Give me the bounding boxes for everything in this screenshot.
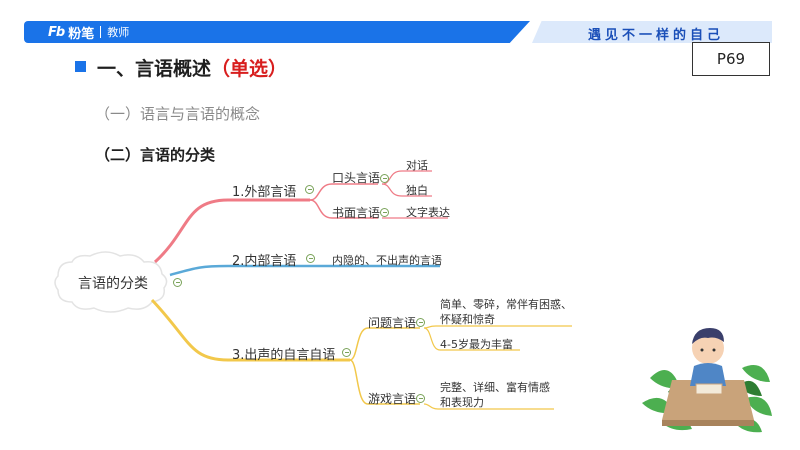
subheading-1: （一）语言与言语的概念	[95, 105, 261, 123]
collapse-icon[interactable]	[305, 185, 314, 194]
branch3-label: 3.出声的自言自语	[232, 348, 336, 363]
leaf-game-desc-1: 完整、详细、富有情感	[440, 381, 550, 394]
branch3-line	[150, 298, 350, 362]
header-bar	[24, 21, 530, 43]
leaf-dialogue: 对话	[406, 159, 428, 172]
spoken-speech-label: 口头言语	[332, 171, 381, 185]
logo-divider	[100, 26, 102, 38]
logo-name: 粉笔	[68, 26, 95, 42]
logo-mark: Fb	[48, 24, 65, 40]
branch2-line	[169, 264, 440, 277]
game-speech-label: 游戏言语	[368, 392, 417, 406]
slogan: 遇见不一样的自己	[588, 28, 725, 43]
leaf-written-expression: 文字表达	[406, 206, 450, 219]
leaf-problem-desc-2: 怀疑和惊奇	[440, 313, 495, 326]
boy-reading-illustration	[642, 328, 772, 433]
logo-sub: 教师	[107, 26, 130, 39]
title-highlight: （单选）	[211, 58, 288, 80]
mindmap-root: 言语的分类	[78, 276, 148, 292]
collapse-icon[interactable]	[380, 174, 389, 183]
page-title: 一、言语概述（单选）	[97, 54, 287, 81]
header-slogan-bar	[532, 21, 772, 43]
subheading-2: （二）言语的分类	[95, 146, 216, 164]
leaf-problem-desc-1: 简单、零碎，常伴有困惑、	[440, 298, 572, 311]
brand-logo: Fb 粉笔 教师	[48, 24, 130, 42]
leaf-inner-speech: 内隐的、不出声的言语	[332, 254, 442, 267]
collapse-icon[interactable]	[416, 318, 425, 327]
written-speech-label: 书面言语	[332, 206, 381, 220]
leaf-game-desc-2: 和表现力	[440, 396, 484, 409]
branch2-label: 2.内部言语	[232, 254, 297, 269]
collapse-icon[interactable]	[416, 394, 425, 403]
title-text: 一、言语概述	[97, 58, 212, 80]
page-tag: P69	[692, 42, 770, 76]
collapse-icon[interactable]	[380, 208, 389, 217]
heading-bullet-icon	[75, 61, 86, 72]
collapse-icon[interactable]	[306, 254, 315, 263]
problem-speech-label: 问题言语	[368, 316, 417, 330]
leaf-problem-age: 4-5岁最为丰富	[440, 338, 513, 351]
collapse-icon[interactable]	[173, 278, 182, 287]
collapse-icon[interactable]	[342, 348, 351, 357]
branch1-label: 1.外部言语	[232, 185, 297, 200]
leaf-monologue: 独白	[406, 184, 428, 197]
branch1-line	[153, 198, 310, 264]
